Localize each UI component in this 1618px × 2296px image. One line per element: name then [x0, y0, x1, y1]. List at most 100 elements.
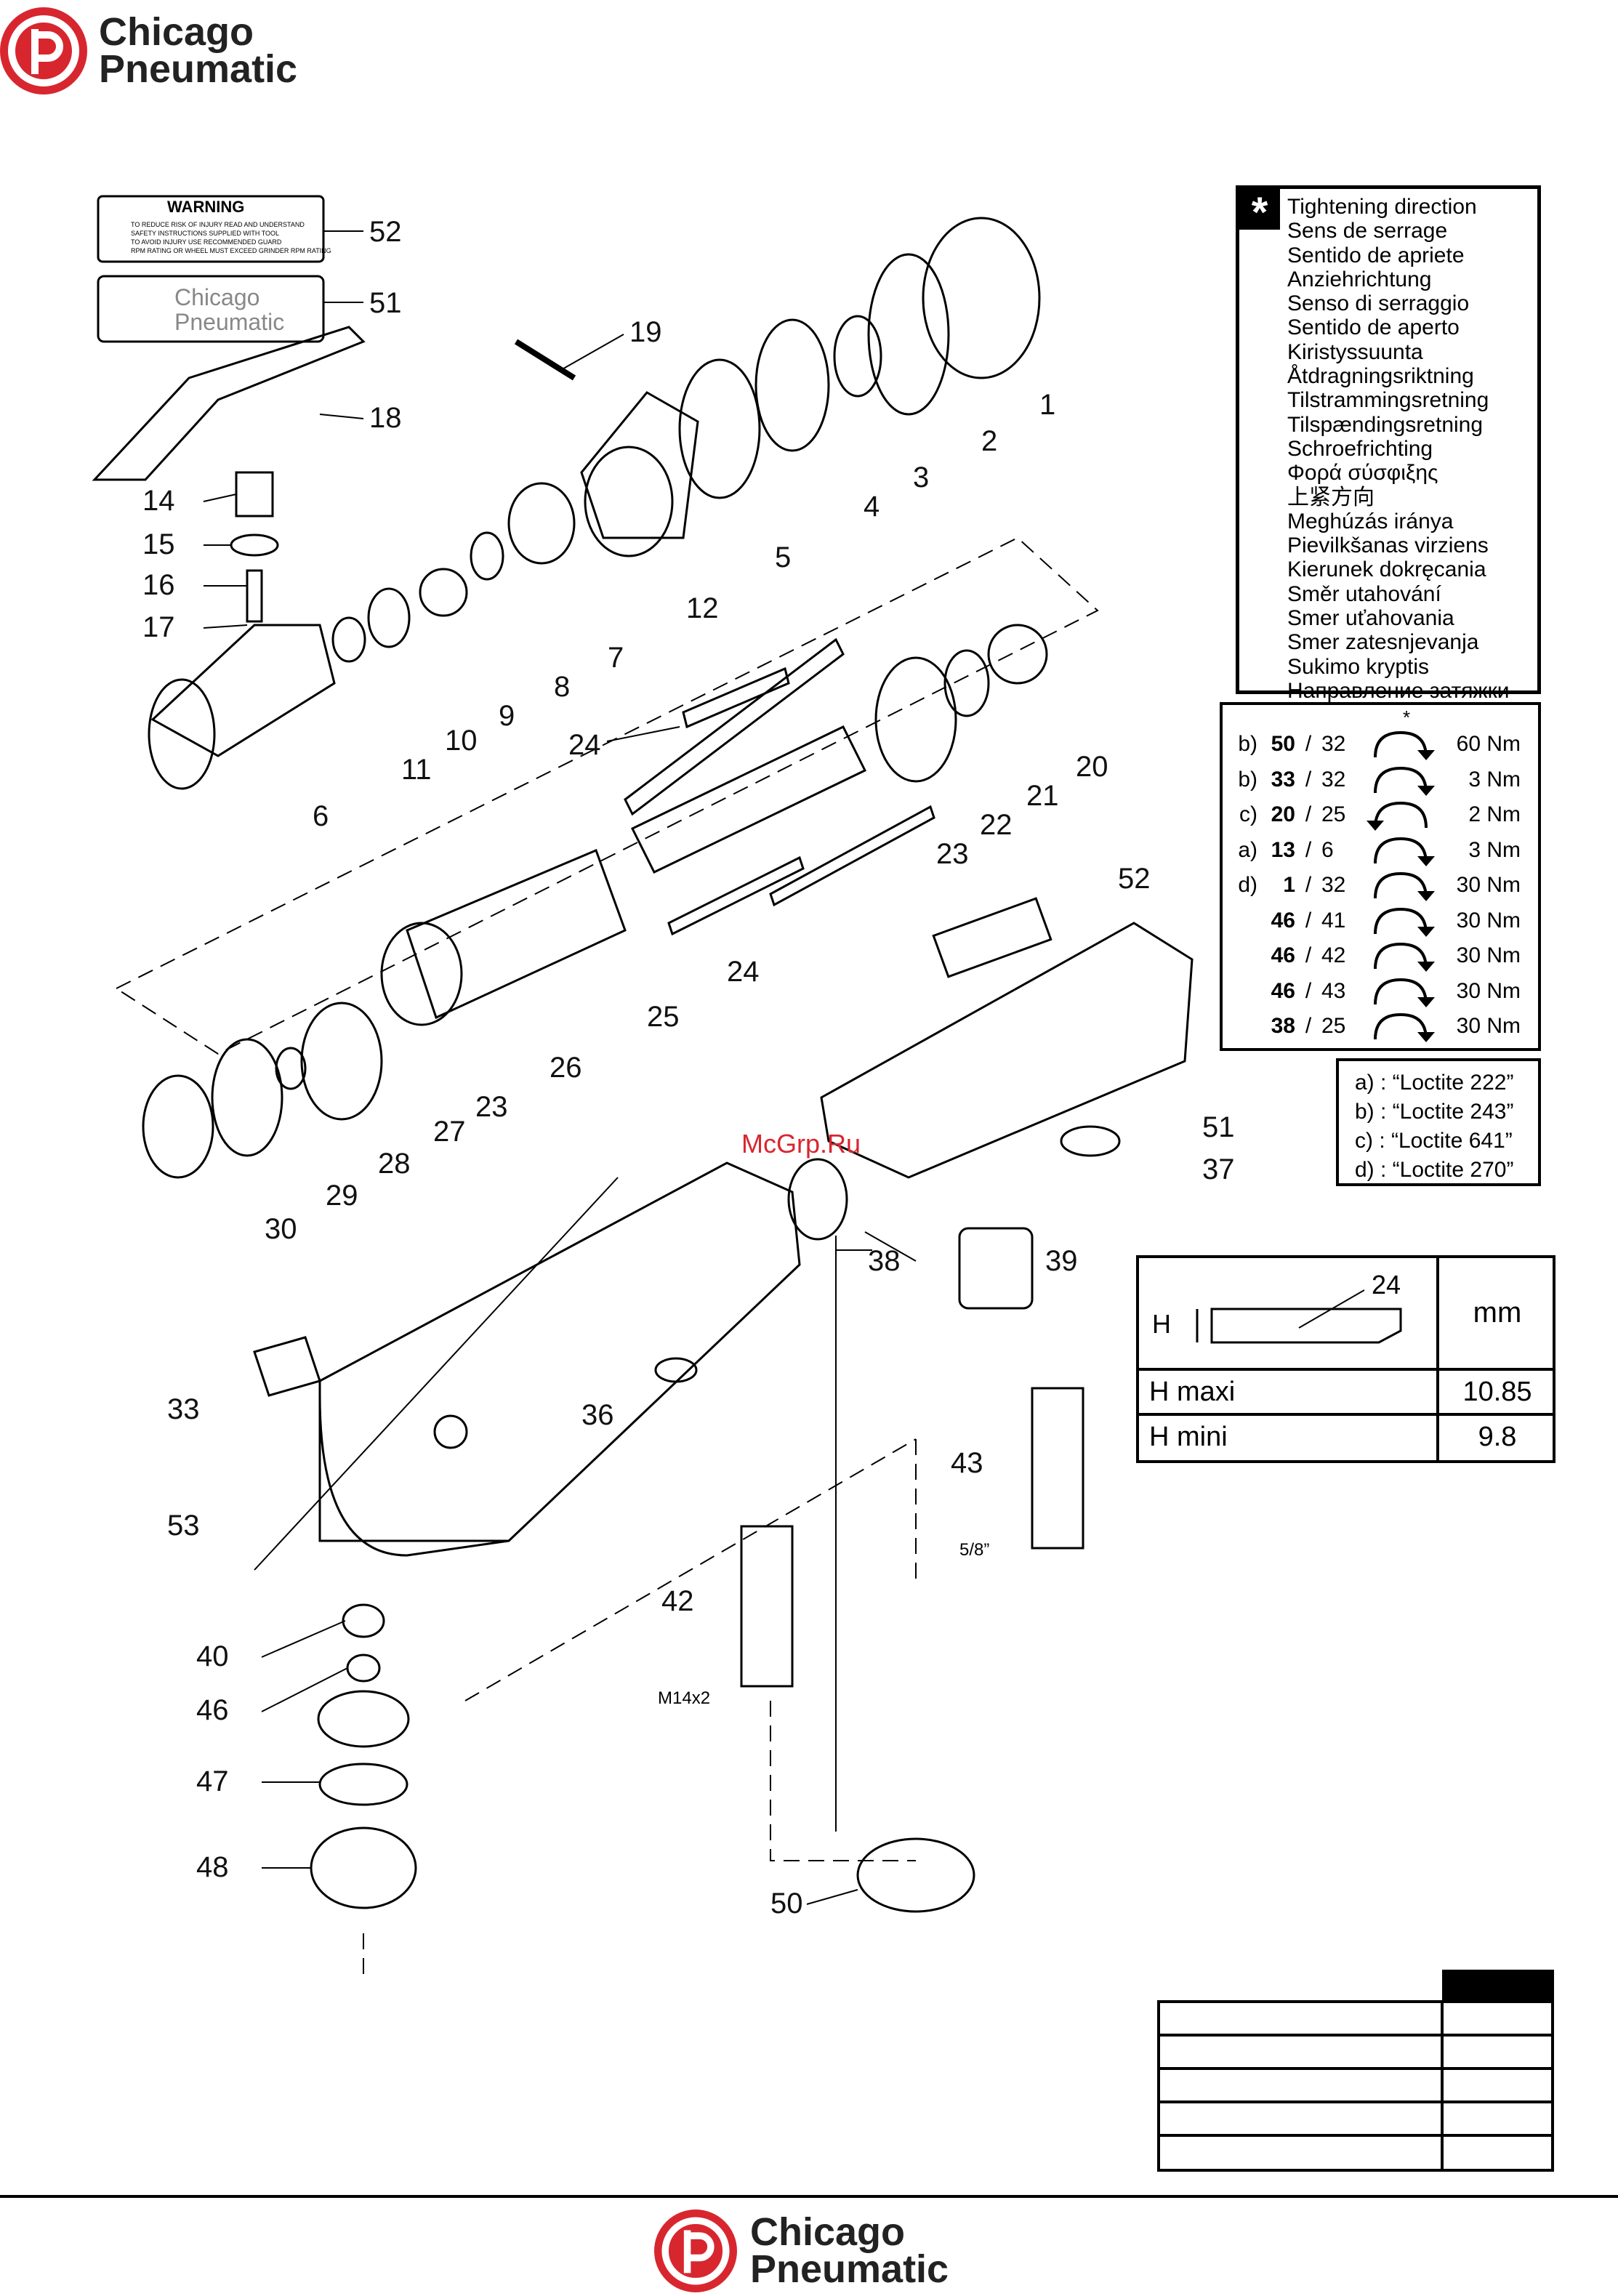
ring-3	[833, 315, 882, 398]
callout-46: 46	[196, 1694, 229, 1726]
lang-2: Sentido de apriete	[1287, 243, 1465, 267]
brand-decal	[97, 275, 325, 343]
torque-value: 30 Nm	[1456, 1014, 1521, 1039]
header-logo: Chicago Pneumatic	[0, 7, 297, 94]
lang-20: Направление затяжки	[1287, 678, 1510, 703]
blank-parts-table	[1157, 1970, 1554, 2172]
callout-14: 14	[142, 485, 175, 517]
callout-40: 40	[196, 1640, 229, 1672]
cover-12-ring	[584, 446, 674, 557]
plug-37	[1060, 1125, 1121, 1157]
ring-8	[470, 531, 504, 581]
callout-36: 36	[581, 1399, 614, 1431]
callout-15: 15	[142, 528, 175, 560]
callout-29: 29	[326, 1180, 358, 1212]
lang-7: Åtdragningsriktning	[1287, 364, 1474, 389]
inlet-33	[253, 1336, 321, 1397]
torque-part-b: 32	[1321, 767, 1346, 791]
callout-52a: 52	[369, 216, 402, 248]
callout-24a: 24	[568, 729, 601, 761]
counterclockwise-arrow-icon	[1367, 802, 1428, 831]
gear-leader	[835, 1236, 872, 1832]
nut-46	[346, 1653, 381, 1683]
loctite-a: a) : “Loctite 222”	[1355, 1071, 1514, 1095]
torque-part-a: 20	[1271, 802, 1295, 827]
torque-part-a: 13	[1271, 837, 1295, 862]
blade-height-table: 24 H mm H maxi 10.85 H mini 9.8	[1136, 1255, 1555, 1463]
callout-28: 28	[378, 1148, 411, 1180]
callout-23b: 23	[475, 1091, 508, 1123]
decal-warning-line3: TO AVOID INJURY USE RECOMMENDED GUARD	[131, 238, 282, 246]
torque-separator: /	[1305, 978, 1312, 1003]
blade-drawing-cell: 24 H	[1139, 1258, 1439, 1371]
inlet-opening	[148, 678, 216, 790]
callout-23a: 23	[936, 838, 969, 870]
callout-20: 20	[1076, 751, 1108, 783]
torque-part-b: 32	[1321, 732, 1346, 757]
callout-33: 33	[167, 1393, 200, 1425]
callout-47: 47	[196, 1765, 229, 1797]
lang-5: Sentido de aperto	[1287, 315, 1460, 340]
callout-52b: 52	[1118, 863, 1151, 895]
callout-3: 3	[913, 462, 929, 494]
callout-53: 53	[167, 1510, 200, 1542]
grip-cover	[820, 922, 1194, 1179]
torque-part-b: 42	[1321, 943, 1346, 968]
part-39	[958, 1227, 1034, 1310]
decal-warning-line1: TO REDUCE RISK OF INJURY READ AND UNDERS…	[131, 221, 305, 228]
rotor-25	[630, 725, 867, 874]
callout-1: 1	[1039, 389, 1055, 421]
callout-10: 10	[445, 725, 478, 757]
callout-4: 4	[864, 491, 880, 523]
torque-part-b: 25	[1321, 1014, 1346, 1039]
blade-profile-icon	[1196, 1289, 1402, 1344]
seal-50	[856, 1837, 975, 1913]
torque-separator: /	[1305, 767, 1312, 791]
callout-27: 27	[433, 1116, 466, 1148]
cylinder-26-end	[380, 922, 463, 1026]
callout-22: 22	[980, 809, 1013, 841]
torque-part-a: 1	[1283, 873, 1295, 898]
tightening-direction-box: * Tightening direction Sens de serrage S…	[1236, 185, 1541, 703]
cylinder-26	[406, 849, 627, 1020]
footer-brand-line1: Chicago	[750, 2210, 906, 2254]
exploded-parts-diagram: 52 51 18 19 1 2 3 4 5 12 14 15 16 17 6 1…	[92, 195, 1235, 1977]
bearing-21	[943, 649, 990, 717]
torque-part-a: 50	[1271, 732, 1295, 757]
o-ring-15	[230, 533, 279, 557]
footer-logo: Chicago Pneumatic	[654, 2210, 949, 2292]
blade-row-min-label: H mini	[1139, 1416, 1439, 1461]
lang-6: Kiristyssuunta	[1287, 339, 1423, 364]
callout-5: 5	[775, 541, 791, 573]
blade-h-label: H	[1152, 1309, 1171, 1339]
warning-decal	[97, 195, 325, 263]
callout-42: 42	[661, 1585, 694, 1617]
callout-12: 12	[686, 592, 719, 624]
brand-line2: Pneumatic	[99, 47, 298, 91]
ring-28	[275, 1047, 307, 1090]
bearing-2	[867, 253, 950, 416]
torque-part-b: 32	[1321, 873, 1346, 898]
motor-frame	[114, 536, 1099, 1055]
torque-part-a: 46	[1271, 978, 1295, 1003]
torque-separator: /	[1305, 943, 1312, 968]
lang-11: Φορά σύσφιξης	[1287, 461, 1438, 486]
callout-24b: 24	[727, 956, 760, 988]
clockwise-arrow-icon	[1374, 1013, 1435, 1043]
torque-key: b)	[1238, 732, 1257, 757]
cage-5	[678, 358, 761, 499]
inlet-housing-6	[150, 624, 336, 757]
loctite-d: d) : “Loctite 270”	[1355, 1158, 1514, 1182]
torque-separator: /	[1305, 873, 1312, 898]
callout-19: 19	[629, 316, 662, 348]
callout-9: 9	[499, 700, 515, 732]
decal-brand-line2: Pneumatic	[174, 309, 284, 335]
cover-12	[580, 391, 699, 539]
asterisk-badge: *	[1239, 189, 1280, 236]
callout-11: 11	[401, 754, 432, 786]
